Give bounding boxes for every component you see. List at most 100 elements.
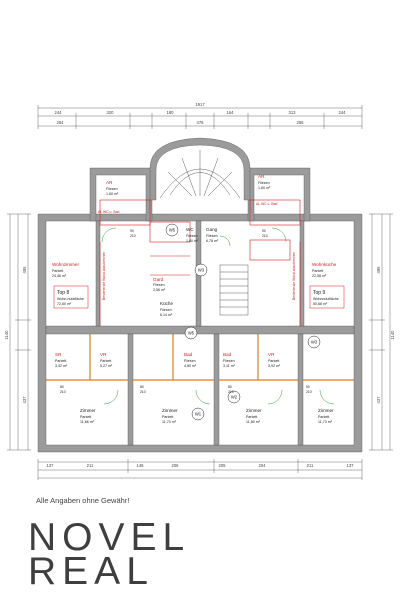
logo-text: NOVE	[28, 516, 163, 559]
room-label: Zimmer Parkett 11,66 m²	[80, 408, 96, 424]
svg-text:Fliesen: Fliesen	[153, 283, 165, 287]
logo-line-2: REAL	[28, 552, 154, 591]
dim-top-2: 264	[57, 120, 65, 125]
unit-area: 72,60 m²	[57, 302, 72, 306]
svg-text:Zimmer: Zimmer	[162, 408, 178, 413]
unit-caption: Wohnnutzfläche	[313, 297, 339, 301]
dim-top-2: 476	[197, 120, 205, 125]
svg-text:2,56 m²: 2,56 m²	[153, 288, 166, 292]
svg-text:3,42 m²: 3,42 m²	[55, 364, 68, 368]
room-label: Bad Fliesen 4,80 m²	[184, 352, 197, 368]
unit-label: Top 9	[313, 290, 325, 296]
svg-text:Gard.: Gard.	[153, 277, 165, 282]
svg-text:AR: AR	[106, 180, 113, 185]
marker-label: W5	[169, 228, 176, 233]
svg-text:90: 90	[130, 229, 134, 233]
room-label: Zimmer Parkett 11,73 m²	[318, 408, 334, 424]
floor-plan: 1917 244 320 180 164 313 244 264 476 256…	[4, 102, 395, 480]
svg-text:Parkett: Parkett	[80, 415, 91, 419]
dim-right: 495	[376, 266, 381, 274]
logo-text: EAL	[62, 550, 154, 593]
dim-top: 180	[167, 110, 175, 115]
svg-text:AR: AR	[258, 174, 265, 179]
dim-bottom: 204	[259, 463, 267, 468]
svg-text:11,73 m²: 11,73 m²	[318, 420, 333, 424]
unit-label: Top 8	[57, 290, 69, 296]
svg-text:Zimmer: Zimmer	[80, 408, 96, 413]
dim-top: 244	[339, 110, 347, 115]
svg-text:Parkett: Parkett	[268, 359, 279, 363]
svg-text:VR: VR	[268, 352, 275, 357]
room-label: Wohnküche Parkett 22,58 m²	[312, 262, 337, 278]
svg-text:Wohnküche: Wohnküche	[312, 262, 337, 267]
dim-top-2: 256	[297, 120, 305, 125]
svg-text:210: 210	[262, 234, 268, 238]
svg-text:Bad: Bad	[223, 352, 232, 357]
dim-top: 313	[289, 110, 297, 115]
dim-bottom: 206	[172, 463, 180, 468]
svg-text:3,92 m²: 3,92 m²	[268, 364, 281, 368]
room-label: Gard. Fliesen 2,56 m²	[153, 277, 166, 292]
marker-label: W3	[311, 340, 318, 345]
dim-right-total: 1140	[390, 330, 395, 340]
dim-top: 320	[107, 110, 115, 115]
svg-text:Küche: Küche	[160, 301, 173, 306]
svg-text:210: 210	[60, 390, 66, 394]
svg-text:Parkett: Parkett	[246, 415, 257, 419]
svg-text:Zimmer: Zimmer	[246, 408, 262, 413]
svg-text:Fliesen: Fliesen	[223, 359, 235, 363]
svg-text:210: 210	[130, 234, 136, 238]
svg-text:6,78 m²: 6,78 m²	[206, 239, 219, 243]
dim-bottom: 205	[219, 463, 227, 468]
dimension-lines	[9, 107, 391, 479]
svg-text:Fliesen: Fliesen	[186, 234, 198, 238]
room-label: AR Fliesen 1,60 m²	[106, 180, 119, 196]
svg-text:Zimmer: Zimmer	[318, 408, 334, 413]
unit-label-box: Top 8 Wohn-nutzfläche 72,60 m²	[53, 285, 89, 309]
marker-label: W2	[231, 395, 238, 400]
dimension-labels-vertical: 495 437 1140 495 437 1140	[4, 266, 395, 404]
dim-bottom: 211	[307, 463, 314, 468]
svg-text:1,60 m²: 1,60 m²	[106, 192, 119, 196]
room-label: WC Fliesen 1,80 m²	[186, 227, 199, 243]
svg-text:90: 90	[306, 385, 310, 389]
dim-bottom: 211	[87, 463, 94, 468]
svg-text:80: 80	[60, 385, 64, 389]
svg-text:Bad: Bad	[184, 352, 193, 357]
svg-text:210: 210	[228, 390, 234, 394]
note-wall: Bestehende Wand abzubrechen	[292, 252, 296, 300]
dimension-labels: 1917 244 320 180 164 313 244 264 476 256…	[47, 102, 355, 468]
room-label: AR Fliesen 1,60 m²	[258, 174, 271, 190]
room-label: Küche Fliesen 6,14 m²	[160, 301, 173, 317]
svg-text:Fliesen: Fliesen	[184, 359, 196, 363]
svg-text:Gang: Gang	[206, 227, 218, 232]
orange-partition-lines	[46, 334, 354, 381]
room-label: SR Parkett 3,42 m²	[55, 352, 68, 368]
svg-text:80: 80	[228, 385, 232, 389]
svg-text:80: 80	[140, 385, 144, 389]
dim-top: 244	[55, 110, 63, 115]
svg-text:1,80 m²: 1,80 m²	[186, 239, 199, 243]
svg-text:Parkett: Parkett	[162, 415, 173, 419]
door-swings	[101, 227, 335, 405]
dimension-ticks	[7, 105, 393, 480]
svg-text:SR: SR	[55, 352, 62, 357]
disclaimer: Alle Angaben ohne Gewähr!	[36, 496, 130, 505]
staircase	[159, 150, 249, 316]
svg-text:Parkett: Parkett	[52, 269, 63, 273]
svg-text:24,46 m²: 24,46 m²	[52, 274, 67, 278]
room-label: Zimmer Parkett 11,70 m²	[162, 408, 178, 424]
dim-top: 164	[227, 110, 235, 115]
svg-text:11,70 m²: 11,70 m²	[162, 420, 177, 424]
dim-left: 437	[22, 396, 27, 404]
svg-text:Wohnzimmer: Wohnzimmer	[52, 262, 79, 267]
note-al-wc-bad: AL WC u. Bad	[256, 202, 277, 206]
room-label: Zimmer Parkett 11,80 m²	[246, 408, 262, 424]
logo-text: R	[28, 550, 63, 593]
marker-label: W1	[195, 412, 202, 417]
room-label: VR Parkett 5,27 m²	[100, 352, 113, 368]
svg-text:Parkett: Parkett	[100, 359, 111, 363]
dim-bottom: 137	[347, 463, 355, 468]
svg-text:3,11 m²: 3,11 m²	[223, 364, 236, 368]
svg-text:1,60 m²: 1,60 m²	[258, 186, 271, 190]
